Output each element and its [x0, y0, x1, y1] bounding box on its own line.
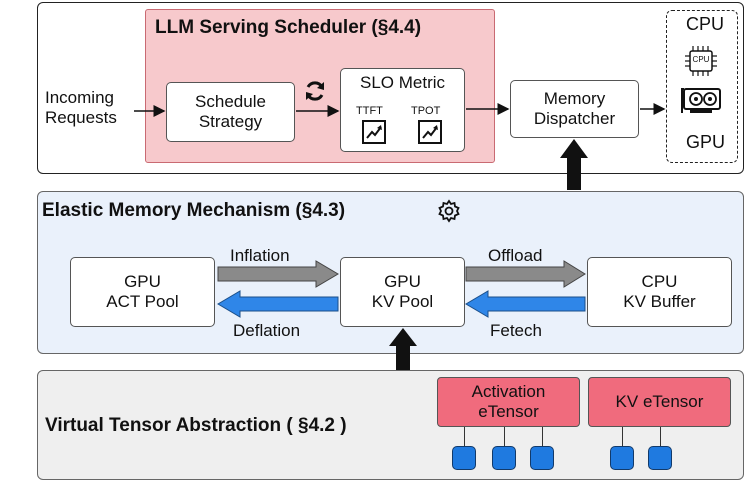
kv-etensor-label: KV eTensor — [615, 392, 704, 411]
dispatcher-line2: Dispatcher — [533, 109, 616, 128]
activation-line2: eTensor — [478, 402, 539, 421]
gpu-kv-line1: GPU — [384, 272, 421, 291]
connector-line — [660, 427, 661, 449]
gpu-kv-pool-box: GPU KV Pool — [340, 257, 465, 327]
fetech-label: Fetech — [490, 321, 542, 340]
cpu-label: CPU — [686, 14, 725, 34]
connector-line — [622, 427, 623, 449]
fetech-arrow — [465, 290, 586, 318]
inflation-label: Inflation — [230, 246, 290, 265]
memory-block — [610, 446, 634, 470]
kv-etensor-box: KV eTensor — [588, 377, 731, 427]
tpot-label: TPOT — [411, 105, 441, 117]
chart-icon — [418, 120, 442, 144]
gpu-act-pool-box: GPU ACT Pool — [70, 257, 215, 327]
up-arrow-dispatcher — [560, 139, 588, 190]
chart-icon — [362, 120, 386, 144]
offload-arrow — [465, 260, 586, 288]
slo-metric-box: SLO Metric — [340, 68, 465, 152]
connector-line — [504, 427, 505, 449]
cpu-chip-icon — [683, 44, 719, 78]
dispatcher-line1: Memory — [543, 89, 606, 108]
gpu-kv-line2: KV Pool — [371, 292, 434, 311]
cpu-kv-line2: KV Buffer — [623, 292, 696, 311]
memory-block — [530, 446, 554, 470]
memory-title: Elastic Memory Mechanism (§4.3) — [42, 200, 346, 221]
gpu-card-icon — [680, 86, 724, 116]
memory-block — [452, 446, 476, 470]
incoming-requests-label: Incoming Requests — [45, 88, 117, 128]
incoming-line1: Incoming — [45, 88, 114, 107]
schedule-line1: Schedule — [195, 92, 266, 111]
cpu-kv-buffer-box: CPU KV Buffer — [587, 257, 732, 327]
cpu-chip-text: CPU — [692, 55, 710, 64]
up-arrow-kvpool — [389, 328, 417, 370]
activation-etensor-box: Activation eTensor — [437, 377, 580, 427]
gear-icon — [437, 199, 461, 223]
scheduler-title: LLM Serving Scheduler (§4.4) — [155, 17, 422, 38]
tensor-title: Virtual Tensor Abstraction ( §4.2 ) — [45, 415, 347, 436]
deflation-label: Deflation — [233, 321, 301, 340]
gpu-act-line1: GPU — [124, 272, 161, 291]
device-box — [666, 10, 738, 163]
schedule-line2: Strategy — [198, 112, 263, 131]
memory-block — [492, 446, 516, 470]
ttft-label: TTFT — [356, 105, 383, 117]
schedule-strategy-box: Schedule Strategy — [166, 82, 295, 142]
memory-dispatcher-box: Memory Dispatcher — [510, 80, 639, 138]
activation-line1: Activation — [471, 382, 546, 401]
offload-label: Offload — [488, 246, 543, 265]
inflation-arrow — [217, 260, 339, 288]
incoming-line2: Requests — [45, 108, 117, 127]
gpu-act-line2: ACT Pool — [106, 292, 179, 311]
connector-line — [464, 427, 465, 449]
connector-line — [542, 427, 543, 449]
cpu-kv-line1: CPU — [641, 272, 678, 291]
memory-block — [648, 446, 672, 470]
refresh-icon — [302, 78, 328, 104]
gpu-label: GPU — [686, 132, 726, 152]
slo-title: SLO Metric — [359, 73, 446, 92]
deflation-arrow — [217, 290, 339, 318]
